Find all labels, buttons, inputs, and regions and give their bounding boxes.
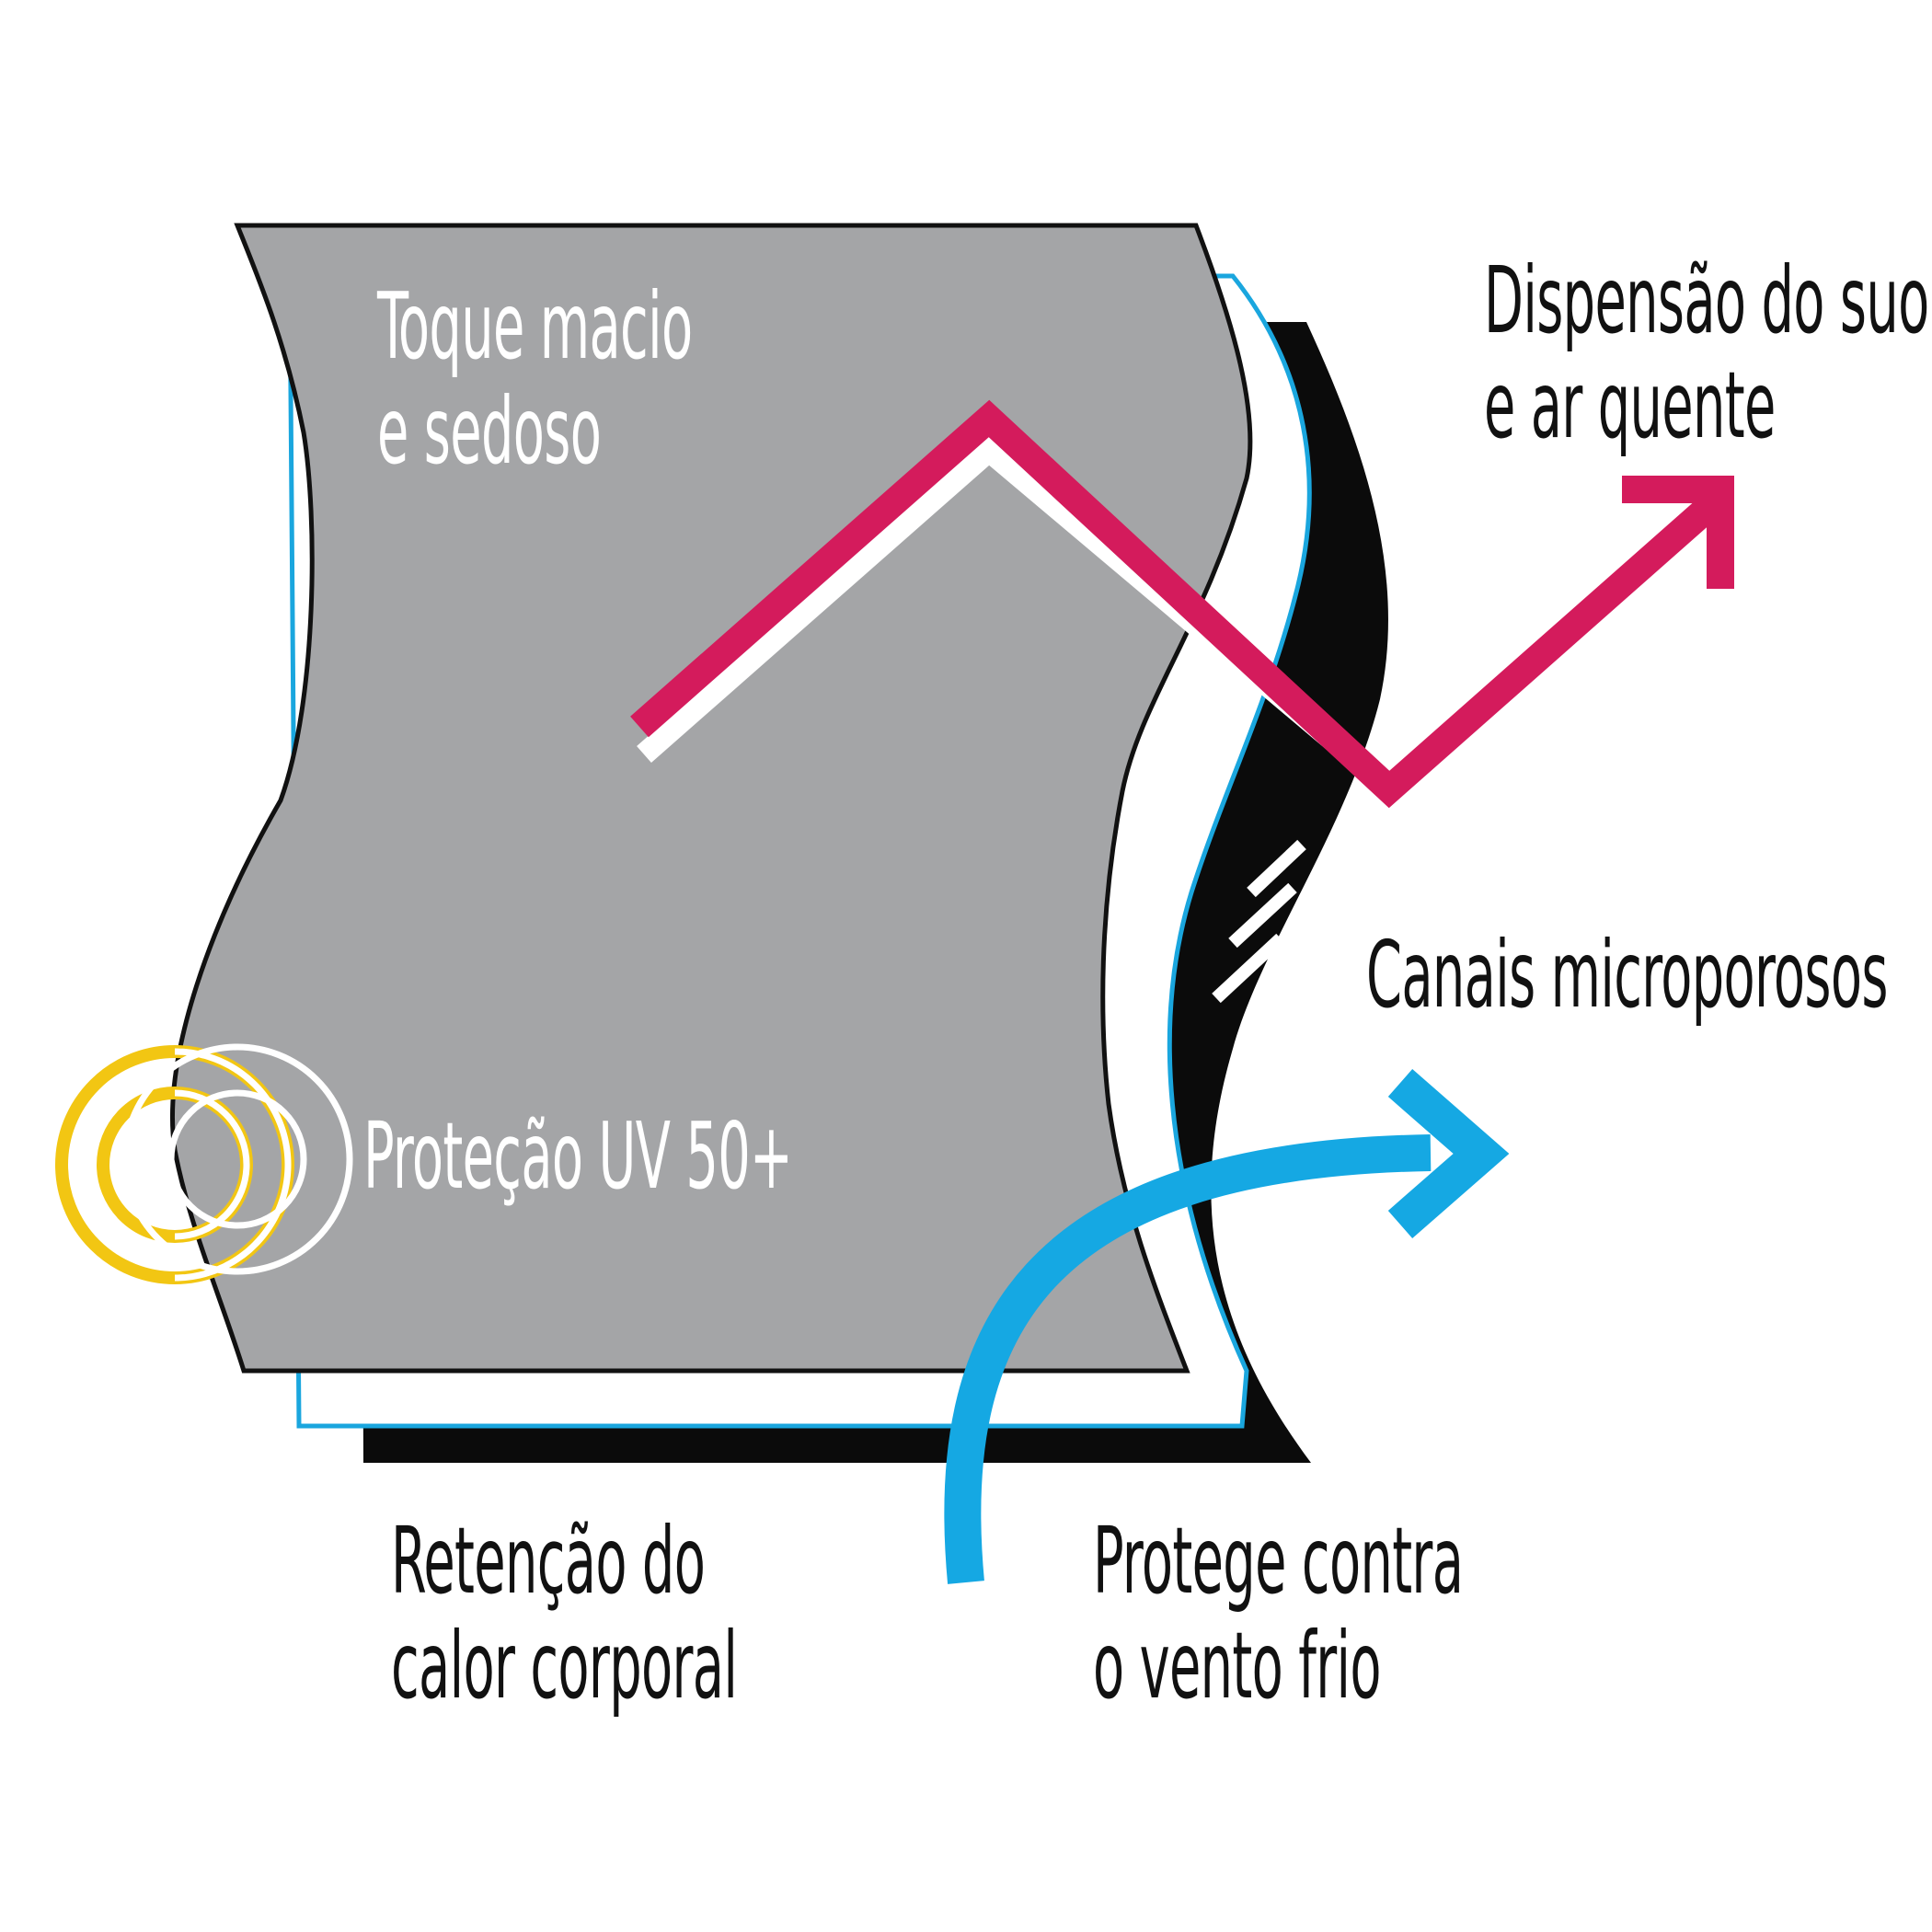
label-wind-line2: o vento frio <box>1093 1612 1382 1719</box>
microporous-channels <box>1212 839 1306 1004</box>
label-wind-line1: Protege contra <box>1093 1507 1464 1615</box>
wind-arrow-curve <box>944 1134 1432 1584</box>
label-microporous-channels: Canais microporosos <box>1366 923 1888 1028</box>
label-soft-touch: Toque macio e sedoso <box>377 272 693 485</box>
label-heat-line1: Retenção do <box>391 1507 706 1615</box>
label-heat-retention: Retenção do calor corporal <box>391 1507 738 1719</box>
label-channels-text: Canais microporosos <box>1366 921 1888 1029</box>
label-uv-protection: Proteção UV 50+ <box>363 1102 793 1210</box>
label-sweat-line2: e ar quente <box>1484 351 1776 459</box>
label-wind-protection: Protege contra o vento frio <box>1093 1507 1464 1719</box>
label-heat-line2: calor corporal <box>391 1612 738 1719</box>
label-soft-touch-line2: e sedoso <box>377 377 602 485</box>
sweat-arrowhead <box>1622 476 1734 589</box>
wind-arrowhead <box>1387 1068 1510 1239</box>
label-sweat-line1: Dispensão do suor <box>1484 247 1932 354</box>
label-soft-touch-line1: Toque macio <box>377 272 693 380</box>
uv-rings <box>55 1043 353 1284</box>
sweat-arrow-line <box>630 399 1730 809</box>
label-sweat-dispersion: Dispensão do suor e ar quente <box>1484 248 1932 458</box>
label-uv-text: Proteção UV 50+ <box>363 1102 793 1210</box>
